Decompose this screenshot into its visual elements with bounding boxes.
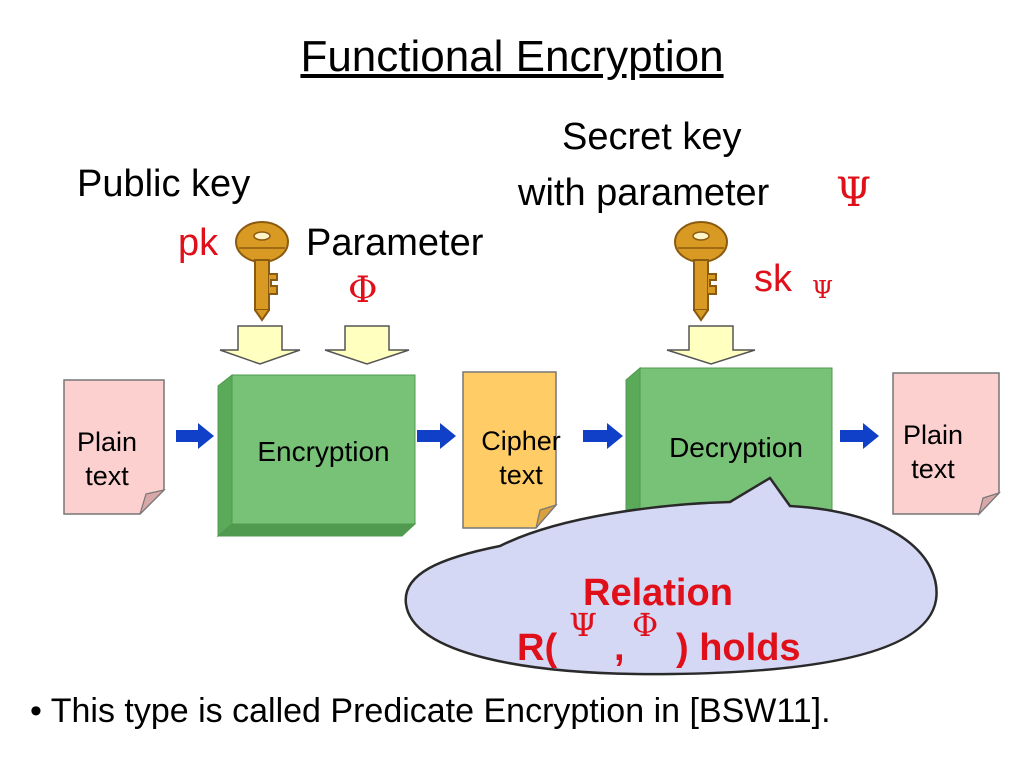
cipher-line1: Cipher [481, 426, 561, 456]
decryption-label: Decryption [669, 432, 803, 463]
flow-arrow-1 [176, 423, 214, 449]
public-key-icon [235, 221, 289, 321]
flow-arrow-2 [417, 423, 456, 449]
relation-prefix: R( [517, 627, 558, 669]
plain-text-in-label: Plain text [64, 425, 150, 493]
pk-input-arrow [219, 325, 301, 365]
relation-phi: Φ [632, 606, 659, 644]
sk-symbol: sk [754, 258, 792, 300]
encryption-box [216, 373, 417, 538]
plain-in-line1: Plain [76, 427, 138, 457]
encryption-label: Encryption [257, 436, 390, 467]
plain-in-line2: text [85, 461, 129, 491]
cipher-line2: text [499, 460, 543, 490]
public-key-label: Public key [77, 163, 251, 205]
psi-symbol: Ψ [836, 170, 872, 216]
cipher-text-label: Cipher text [463, 424, 579, 492]
plain-out-line2: text [911, 454, 955, 484]
flow-arrow-4 [840, 423, 879, 449]
plain-text-out-label: Plain text [893, 418, 973, 486]
flow-arrow-3 [583, 423, 623, 449]
pk-symbol: pk [178, 222, 219, 264]
phi-symbol: Φ [348, 270, 378, 311]
bullet-note: • This type is called Predicate Encrypti… [30, 692, 831, 730]
relation-comma: , [614, 627, 625, 669]
plain-out-line1: Plain [902, 420, 964, 450]
parameter-label: Parameter [306, 222, 484, 264]
page-title: Functional Encryption [300, 32, 724, 81]
relation-psi: Ψ [569, 606, 598, 644]
relation-callout [404, 476, 938, 676]
relation-suffix: ) holds [676, 627, 801, 669]
secret-key-label: Secret key [562, 116, 742, 158]
with-parameter-label: with parameter [518, 172, 770, 214]
param-input-arrow [324, 325, 410, 365]
relation-title: Relation [583, 572, 733, 614]
sk-subscript: Ψ [812, 276, 834, 304]
secret-key-icon [674, 221, 728, 321]
sk-input-arrow [666, 325, 756, 365]
